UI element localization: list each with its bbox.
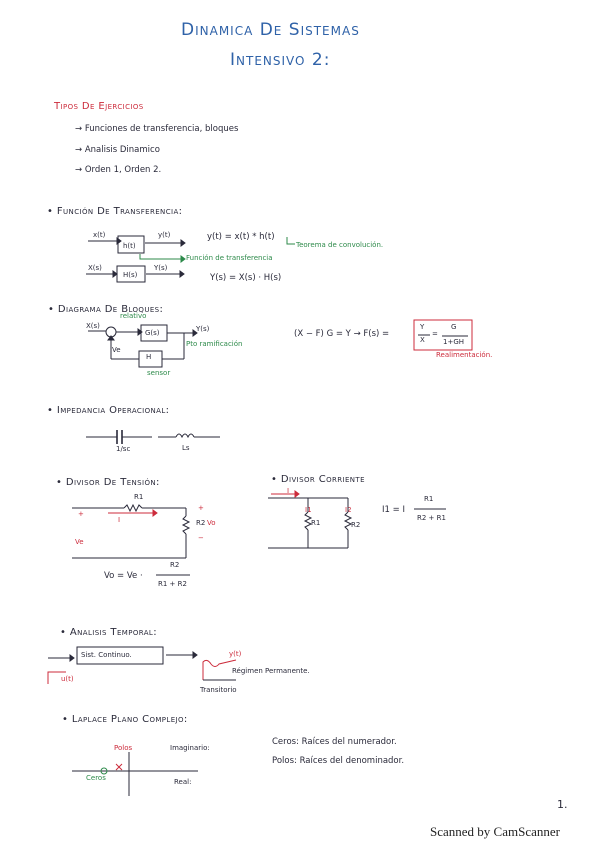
lp-ceros-def: Ceros: Raíces del numerador. — [272, 737, 397, 747]
dt-formula-left: Vo = Ve · — [104, 571, 143, 581]
dc-formula-den: R2 + R1 — [417, 514, 446, 522]
lp-ceros: Ceros — [86, 774, 106, 782]
dc-formula-left: I1 = I — [382, 505, 405, 515]
fn-row2-output: Y(s) — [154, 264, 168, 272]
diag-frac-right-num: G — [451, 323, 457, 331]
fn-row1-equation: y(t) = x(t) * h(t) — [207, 232, 275, 242]
lp-polos: Polos — [114, 744, 133, 752]
diag-frac-left-den: X — [420, 336, 425, 344]
dc-r2: R2 — [351, 521, 361, 529]
divisor-tension-heading: • Divisor De Tensión: — [56, 477, 160, 488]
voltage-divider-current-arrow — [108, 509, 158, 517]
laplace-heading: • Laplace Plano Complejo: — [62, 714, 188, 725]
analisis-heading: • Analisis Temporal: — [60, 627, 157, 638]
diag-realimentacion: Realimentación. — [436, 351, 493, 359]
page-title: Dinamica De Sistemas — [181, 20, 360, 40]
diag-input: X(s) — [86, 322, 100, 330]
diag-g-block: G(s) — [145, 329, 160, 337]
diag-sensor: sensor — [147, 369, 171, 377]
diag-ve: Ve — [112, 346, 121, 354]
dt-plus-left: + — [78, 510, 84, 518]
fn-row2-equation: Y(s) = X(s) · H(s) — [210, 273, 282, 283]
fn-row1-diagram — [88, 235, 186, 254]
page-subtitle: Intensivo 2: — [230, 50, 331, 70]
lp-real: Real: — [174, 778, 192, 786]
dt-r2: R2 — [196, 519, 206, 527]
fn-row1-block: h(t) — [123, 242, 136, 250]
page-number: 1. — [557, 798, 568, 811]
dt-r1: R1 — [134, 493, 144, 501]
dt-formula-den: R1 + R2 — [158, 580, 187, 588]
fn-row2-block: H(s) — [123, 271, 138, 279]
at-box-label: Sist. Continuo. — [81, 651, 132, 659]
dt-plus-right: + — [198, 504, 204, 512]
complex-plane-axes — [72, 752, 198, 796]
diag-equation: (X − F) G = Y → F(s) = — [294, 329, 390, 339]
capacitor-symbol — [86, 430, 152, 444]
dc-r1: R1 — [311, 519, 321, 527]
impedancia-heading: • Impedancia Operacional: — [47, 405, 170, 416]
zero-marker — [100, 767, 108, 775]
at-input-mark: u(t) — [61, 675, 74, 683]
transfer-function-box — [413, 319, 473, 351]
lp-imaginario: Imaginario: — [170, 744, 210, 752]
current-divider-arrows — [271, 490, 300, 498]
fn-row1-input: x(t) — [93, 231, 106, 239]
dt-vo: Vo — [207, 519, 216, 527]
tipos-item-3: → Orden 1, Orden 2. — [75, 165, 162, 175]
fn-row2-diagram — [86, 265, 185, 283]
diagrama-heading: • Diagrama De Bloques: — [48, 304, 164, 315]
diag-frac-right-den: 1+GH — [443, 338, 465, 346]
voltage-divider-circuit — [72, 503, 191, 559]
step-input-icon — [47, 671, 66, 684]
dt-current: I — [118, 516, 121, 524]
at-permanente: Régimen Permanente. — [232, 667, 310, 675]
at-transitorio: Transitorio — [200, 686, 237, 694]
dt-ve: Ve — [75, 538, 84, 546]
diag-h-block: H — [146, 353, 152, 361]
tipos-item-1: → Funciones de transferencia, bloques — [75, 124, 239, 134]
inductor-symbol — [158, 433, 220, 439]
fn-row2-input: X(s) — [88, 264, 102, 272]
diag-note: Pto ramificación — [186, 340, 243, 348]
fn-row1-note: Teorema de convolución. — [296, 241, 384, 249]
cap-value: 1/sc — [116, 445, 131, 453]
tipos-heading: Tipos De Ejercicios — [54, 101, 144, 112]
pole-marker — [115, 763, 123, 771]
fn-row1-output: y(t) — [158, 231, 171, 239]
diag-output: Y(s) — [196, 325, 210, 333]
dt-formula-num: R2 — [170, 561, 180, 569]
dc-formula-num: R1 — [424, 495, 434, 503]
dt-minus-right: − — [198, 534, 204, 542]
divisor-corriente-heading: • Divisor Corriente — [271, 474, 365, 485]
dc-current: I — [287, 487, 290, 495]
current-divider-circuit — [268, 497, 353, 549]
funcion-heading: • Función De Transferencia: — [47, 206, 183, 217]
ind-value: Ls — [182, 444, 190, 452]
diag-relativo: relativo — [120, 312, 147, 320]
scanner-footer: Scanned by CamScanner — [430, 824, 560, 839]
block-diagram — [88, 324, 198, 368]
fn-row1-note-arrows — [139, 237, 295, 263]
tipos-item-2: → Analisis Dinamico — [75, 145, 160, 155]
at-output-label: y(t) — [229, 650, 242, 658]
lp-polos-def: Polos: Raíces del denominador. — [272, 756, 405, 766]
diag-frac-eq: = — [432, 330, 438, 338]
fn-row1-note2: Función de transferencia — [186, 254, 273, 262]
diag-frac-left-num: Y — [420, 323, 425, 331]
temporal-analysis-diagram — [48, 646, 237, 681]
